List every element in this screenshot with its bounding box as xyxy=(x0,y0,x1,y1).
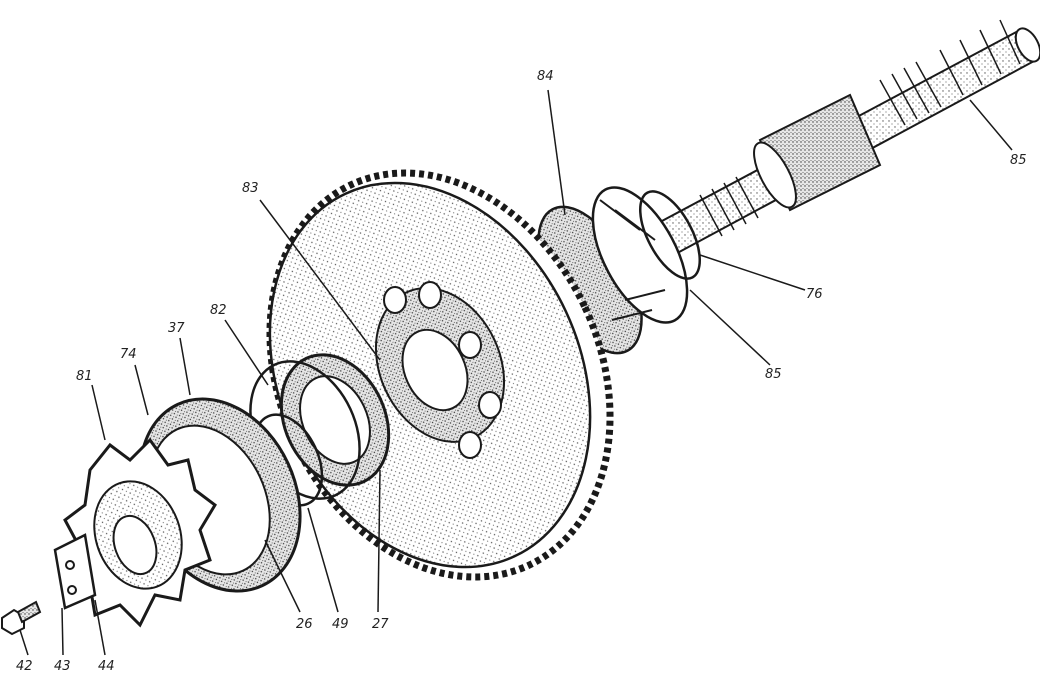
shaft-collar xyxy=(753,93,882,212)
label-82: 82 xyxy=(210,303,227,318)
leader-42 xyxy=(19,629,29,656)
leader-85-mid xyxy=(689,289,771,366)
locking-plate-hole-top xyxy=(65,560,75,570)
label-83: 83 xyxy=(242,181,259,196)
part-labels: 85 84 83 76 85 82 74 37 81 26 49 27 42 4… xyxy=(16,69,1027,674)
label-26: 26 xyxy=(296,617,313,632)
leader-lines xyxy=(19,89,1013,656)
leader-27 xyxy=(377,469,381,613)
leader-37 xyxy=(179,337,191,396)
locking-plate-hole-bottom xyxy=(67,585,77,595)
label-74: 74 xyxy=(120,347,137,362)
thrust-washer xyxy=(638,190,702,280)
leader-74 xyxy=(134,364,149,416)
label-44: 44 xyxy=(98,659,115,674)
star-sprocket xyxy=(63,437,217,628)
label-76: 76 xyxy=(806,287,823,302)
leader-49 xyxy=(307,507,339,613)
leader-26 xyxy=(264,539,301,613)
leader-43 xyxy=(61,607,64,656)
leader-84 xyxy=(547,89,566,216)
label-85-mid: 85 xyxy=(765,367,782,382)
label-27: 27 xyxy=(372,617,389,632)
leader-85-top xyxy=(969,99,1013,151)
label-84: 84 xyxy=(537,69,554,84)
label-43: 43 xyxy=(54,659,71,674)
main-shaft xyxy=(568,19,1040,302)
small-spur-gear xyxy=(537,186,689,355)
gear-hub-holes xyxy=(383,281,502,459)
label-49: 49 xyxy=(332,617,349,632)
locking-plate xyxy=(53,533,97,610)
label-37: 37 xyxy=(168,321,185,336)
leader-81 xyxy=(91,384,106,441)
leader-82 xyxy=(224,319,269,386)
label-85-top: 85 xyxy=(1010,153,1027,168)
leader-76 xyxy=(699,254,806,291)
ball-bearing xyxy=(279,353,391,487)
leader-83 xyxy=(259,199,381,361)
leader-44 xyxy=(94,599,106,656)
label-81: 81 xyxy=(76,369,93,384)
shaft-spline-section xyxy=(699,19,1021,237)
hex-bolt xyxy=(0,600,42,636)
label-42: 42 xyxy=(16,659,33,674)
